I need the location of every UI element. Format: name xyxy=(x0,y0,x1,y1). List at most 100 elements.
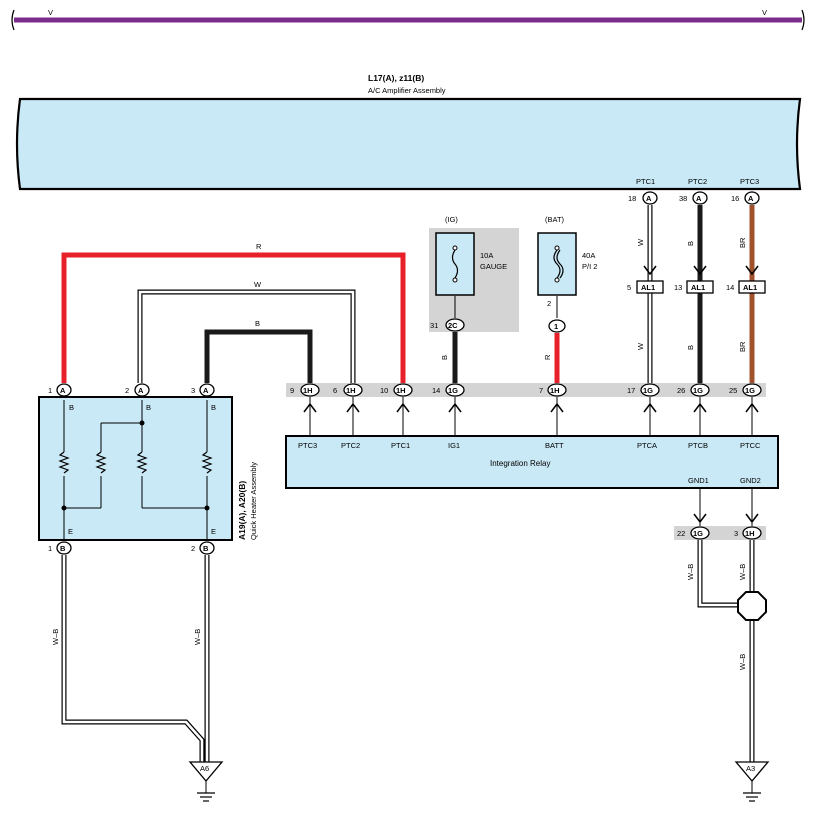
relay-pin-number: 3 xyxy=(734,529,738,538)
relay-signal: PTC1 xyxy=(391,441,410,450)
relay-signal: PTCB xyxy=(688,441,708,450)
splice-point-icon xyxy=(737,591,767,621)
fuse-bat-connector: 1 xyxy=(554,322,558,331)
heater-pin-1a: 1 A xyxy=(48,383,72,397)
heater-connector: B xyxy=(203,544,209,553)
fuse-ig-pin: 31 xyxy=(430,321,438,330)
wire-label-ig1: B xyxy=(440,355,449,360)
relay-pin-number: 9 xyxy=(290,386,294,395)
wire-label-b: B xyxy=(255,319,260,328)
heater-pin-number: 3 xyxy=(191,386,195,395)
inline-pin-number: 14 xyxy=(726,283,734,292)
relay-pin-number: 25 xyxy=(729,386,737,395)
amplifier-code: L17(A), z11(B) xyxy=(368,73,424,83)
relay-pin-ptcb: 26 1G xyxy=(677,383,710,413)
inline-connector-code: AL1 xyxy=(691,283,705,292)
wire-label-w: W xyxy=(254,280,262,289)
wire-label-wb-gnd1: W–B xyxy=(686,564,695,580)
heater-resistor-icon xyxy=(95,451,107,474)
wire-white-ptc2 xyxy=(138,290,355,383)
ground-point-a6: A6 xyxy=(188,761,224,802)
relay-signal: PTCA xyxy=(637,441,657,450)
amplifier-signal-ptc1: PTC1 xyxy=(636,177,655,186)
relay-connector: 1G xyxy=(693,386,703,395)
wire-wb-heater-ground xyxy=(61,555,210,762)
heater-pin-2b: 2 B xyxy=(191,541,215,555)
relay-signal: GND1 xyxy=(688,476,709,485)
fuse-pi2-40a: (BAT) 40A P/I 2 2 1 xyxy=(537,215,597,333)
heater-pin-number: 1 xyxy=(48,386,52,395)
relay-connector: 1H xyxy=(303,386,313,395)
inline-connector-code: AL1 xyxy=(641,283,655,292)
inline-connector-code: AL1 xyxy=(743,283,757,292)
inline-connector-al1-5: 5 AL1 xyxy=(627,265,664,294)
heater-resistor-icon xyxy=(58,451,70,474)
amplifier-pin-number: 18 xyxy=(628,194,636,203)
relay-signal: IG1 xyxy=(448,441,460,450)
amplifier-connector: A xyxy=(646,194,652,203)
relay-pin-ptc2: 6 1H xyxy=(333,383,363,413)
wire-label-wb-left2: W–B xyxy=(193,629,202,645)
fuse-ig-label: (IG) xyxy=(445,215,458,224)
ground-triangle-icon xyxy=(188,761,224,783)
relay-signal: PTC2 xyxy=(341,441,360,450)
ground-label-right: A3 xyxy=(746,764,755,773)
fuse-ig-connector: 2C xyxy=(448,321,458,330)
amplifier-pin-ptc1: PTC1 18 A xyxy=(628,177,658,205)
integration-relay: Integration Relay PTC3 PTC2 PTC1 IG1 BAT… xyxy=(285,435,779,489)
relay-connector: 1H xyxy=(745,529,755,538)
wire-label-wb-left1: W–B xyxy=(51,629,60,645)
fuse-bat-rating: 40A xyxy=(582,251,595,260)
inline-connector-al1-13: 13 AL1 xyxy=(674,265,714,294)
ground-triangle-icon xyxy=(734,761,770,783)
heater-resistor-icon xyxy=(136,451,148,474)
wire-label-ptcc-lower: BR xyxy=(738,341,747,352)
amplifier-pin-number: 38 xyxy=(679,194,687,203)
fuse-bat-name: P/I 2 xyxy=(582,262,597,271)
quick-heater-assembly: B B B E E A19(A), A20(B) Quick Heater As… xyxy=(38,396,258,541)
relay-pin-gnd2: 3 1H xyxy=(734,513,762,540)
amplifier-signal-ptc3: PTC3 xyxy=(740,177,759,186)
heater-pin-3a: 3 A xyxy=(191,383,215,397)
amplifier-pin-ptc2: PTC2 38 A xyxy=(679,177,708,205)
relay-connector: 1G xyxy=(643,386,653,395)
relay-pin-ptc1: 10 1H xyxy=(380,383,413,413)
relay-pin-number: 7 xyxy=(539,386,543,395)
fuse-ig-name: GAUGE xyxy=(480,262,507,271)
wire-label-batt: R xyxy=(543,354,552,360)
relay-pin-number: 14 xyxy=(432,386,440,395)
fuse-ig-rating: 10A xyxy=(480,251,493,260)
ground-point-a3: A3 xyxy=(734,761,770,802)
relay-connector: 1G xyxy=(693,529,703,538)
amplifier-name: A/C Amplifier Assembly xyxy=(368,86,446,95)
amplifier-connector: A xyxy=(696,194,702,203)
heater-internal-label: B xyxy=(69,403,74,412)
relay-name: Integration Relay xyxy=(490,459,550,468)
relay-pin-number: 26 xyxy=(677,386,685,395)
heater-pin-number: 1 xyxy=(48,544,52,553)
power-bus-v: V V xyxy=(11,8,805,31)
ground-label-left: A6 xyxy=(200,764,209,773)
relay-pin-ptcc: 25 1G xyxy=(729,383,762,413)
heater-pin-number: 2 xyxy=(125,386,129,395)
relay-signal: PTC3 xyxy=(298,441,317,450)
fuse-icon xyxy=(451,249,459,279)
relay-signal: GND2 xyxy=(740,476,761,485)
heater-internal-label: E xyxy=(211,527,216,536)
wire-label-r: R xyxy=(256,242,262,251)
heater-connector: B xyxy=(60,544,66,553)
relay-signal: PTCC xyxy=(740,441,761,450)
inline-connector-al1-14: 14 AL1 xyxy=(726,265,766,294)
relay-connector: 1H xyxy=(550,386,560,395)
relay-pin-number: 6 xyxy=(333,386,337,395)
wire-black-ptc3 xyxy=(204,329,313,383)
wire-wb-relay-ground xyxy=(697,540,755,762)
bus-label-left: V xyxy=(48,8,53,17)
relay-pin-gnd1: 22 1G xyxy=(677,513,710,540)
heater-internal-label: B xyxy=(146,403,151,412)
heater-internal-label: E xyxy=(68,527,73,536)
wire-label-ptcb-lower: B xyxy=(686,345,695,350)
relay-pin-number: 10 xyxy=(380,386,388,395)
relay-connector: 1G xyxy=(745,386,755,395)
